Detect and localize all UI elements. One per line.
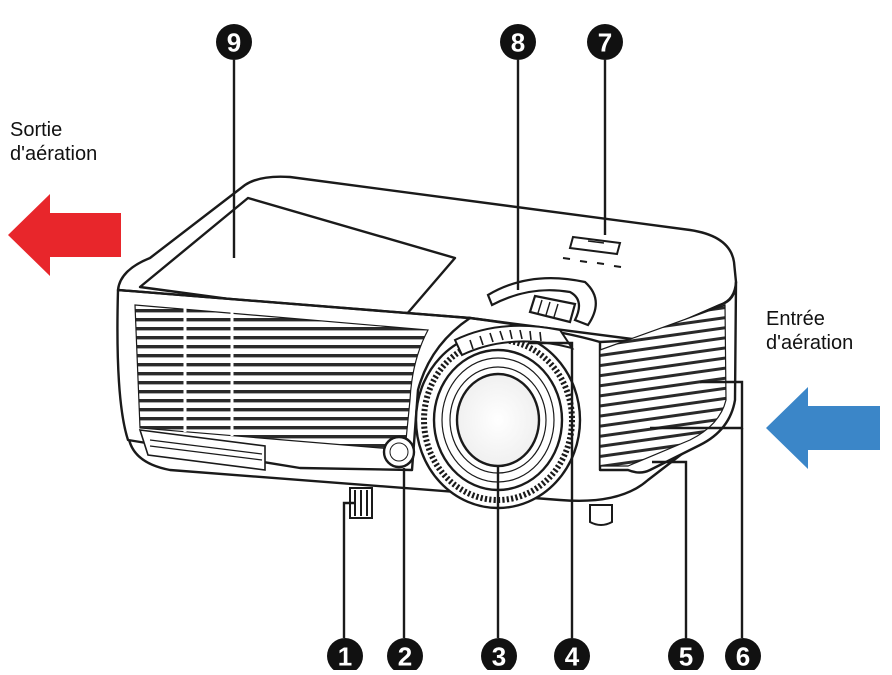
front-vent-grille: [134, 304, 429, 451]
svg-text:8: 8: [511, 28, 525, 58]
exhaust-label-line2: d'aération: [10, 143, 98, 165]
callout-4: 4: [554, 638, 590, 674]
exhaust-vent-label: Sortie d'aération: [10, 118, 97, 166]
projection-lens: [455, 372, 541, 468]
callout-3: 3: [481, 638, 517, 674]
exhaust-arrow-icon: [8, 194, 121, 276]
svg-text:4: 4: [565, 642, 580, 671]
zoom-lever: [486, 277, 597, 327]
adjustable-foot: [349, 487, 373, 519]
intake-vent-label: Entrée d'aération: [766, 307, 853, 355]
callout-9: 9: [216, 24, 252, 60]
leader-lines: [232, 60, 744, 638]
vent-dividers: [183, 305, 234, 436]
control-panel: [562, 235, 622, 268]
intake-label-line2: d'aération: [766, 332, 854, 354]
callout-2: 2: [387, 638, 423, 674]
svg-text:5: 5: [679, 642, 693, 671]
side-vent-grille: [599, 304, 727, 467]
exhaust-label-line1: Sortie: [10, 119, 63, 141]
svg-text:7: 7: [598, 28, 612, 58]
callout-8: 8: [500, 24, 536, 60]
svg-text:9: 9: [227, 28, 241, 58]
callout-5: 5: [668, 638, 704, 674]
intake-label-line1: Entrée: [766, 308, 825, 330]
svg-text:2: 2: [398, 642, 412, 671]
ir-receiver: [382, 435, 416, 469]
callout-1: 1: [327, 638, 363, 674]
callout-7: 7: [587, 24, 623, 60]
lens-assembly: [414, 330, 582, 510]
svg-text:3: 3: [492, 642, 506, 671]
svg-text:6: 6: [736, 642, 750, 671]
svg-text:1: 1: [338, 642, 352, 671]
callouts: 1 2 3 4 5 6 7 8: [216, 24, 761, 674]
callout-6: 6: [725, 638, 761, 674]
intake-arrow-icon: [766, 387, 880, 469]
